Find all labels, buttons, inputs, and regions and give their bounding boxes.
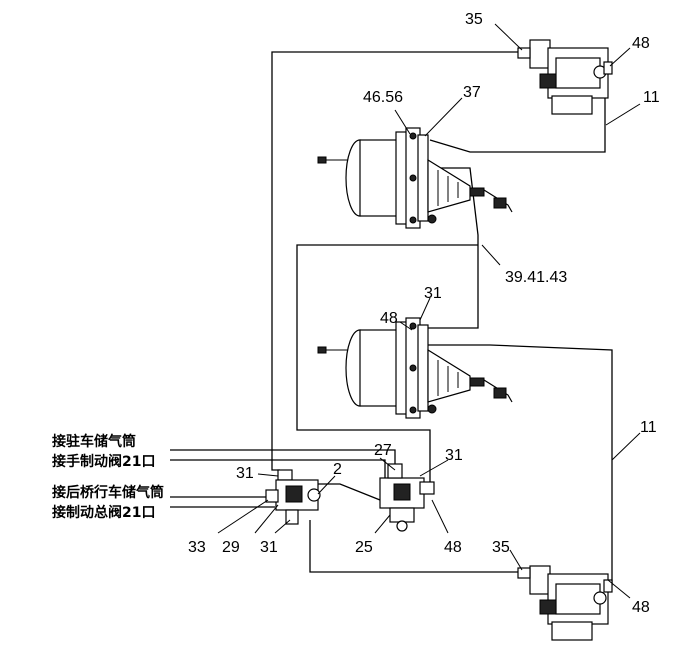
note-rear-axle-reservoir: 接后桥行车储气筒	[52, 484, 164, 501]
callout-11-top: 11	[643, 89, 660, 106]
callout-48-top: 48	[632, 35, 650, 52]
note-brake-master-valve: 接制动总阀21口	[52, 504, 155, 521]
callout-35-bottom: 35	[492, 539, 510, 556]
pipe-lines	[170, 51, 613, 586]
callout-25: 25	[355, 539, 373, 556]
pipe-top-caliper-supply	[271, 51, 522, 471]
callout-31-mid: 31	[424, 285, 442, 302]
callout-48-bottom-right: 48	[632, 599, 650, 616]
callout-37: 37	[463, 84, 481, 101]
callout-31-bottom: 31	[260, 539, 278, 556]
relay-valve-left	[265, 469, 321, 525]
leader-lines	[217, 23, 641, 599]
brake-caliper-bottom	[517, 565, 613, 641]
pipe-valve-link	[318, 483, 381, 501]
pipe-chamber1-to-tee	[430, 167, 479, 245]
callout-48-bottom-mid: 48	[444, 539, 462, 556]
callout-48-mid: 48	[380, 310, 398, 327]
pipe-tee-down	[425, 245, 479, 329]
brake-chamber-upper	[317, 127, 513, 229]
pipe-tee-loop	[296, 244, 478, 490]
callout-33: 33	[188, 539, 206, 556]
callout-31-valve-left: 31	[236, 465, 254, 482]
callout-labels: 35 48 11 46.56 37 39.41.43 31 48 11 27 3…	[188, 11, 660, 616]
pipe-11-top	[429, 82, 606, 153]
callout-11-right: 11	[640, 419, 657, 436]
callout-46-56: 46.56	[363, 89, 403, 106]
brake-chamber-lower	[317, 317, 513, 419]
brake-caliper-top	[517, 39, 613, 115]
note-hand-brake-valve: 接手制动阀21口	[52, 453, 155, 470]
callout-2: 2	[333, 461, 342, 478]
callout-35-top: 35	[465, 11, 483, 28]
relay-valve-right	[379, 463, 435, 532]
callout-39-41-43: 39.41.43	[505, 269, 567, 286]
callout-31-valve-right: 31	[445, 447, 463, 464]
pipe-inlet-parking-b	[170, 459, 386, 480]
callout-29: 29	[222, 539, 240, 556]
callout-27: 27	[374, 442, 392, 459]
pipe-valve-to-bottom-caliper	[309, 520, 520, 573]
note-parking-reservoir: 接驻车储气筒	[52, 433, 136, 450]
pipe-inlet-parking-a	[170, 449, 396, 470]
inlet-notes: 接驻车储气筒 接手制动阀21口 接后桥行车储气筒 接制动总阀21口	[52, 433, 164, 521]
